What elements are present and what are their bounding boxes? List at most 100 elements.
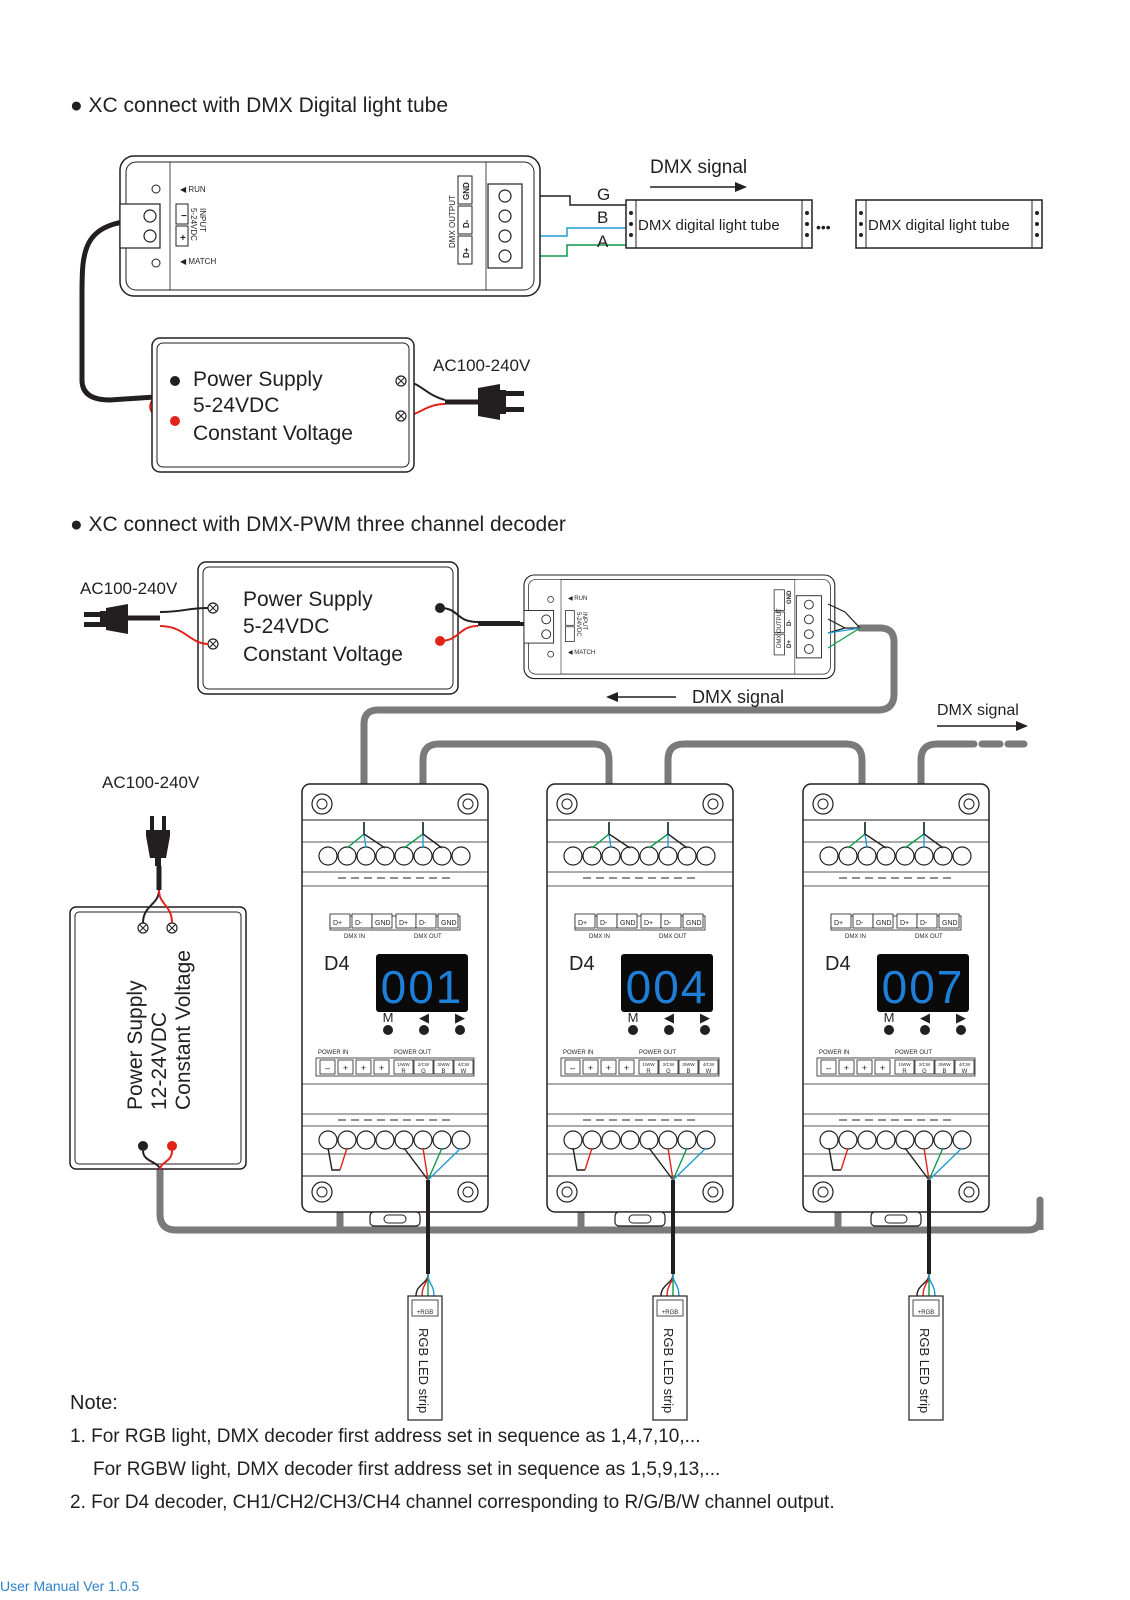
decoder-3-power-black [828, 1147, 841, 1171]
s2-ctrl-run: ◀ RUN [568, 596, 587, 602]
decoder-3-dmx-pin-label: GND [876, 920, 892, 927]
s1-power-supply [151, 337, 415, 473]
s1-wire-label-b: B [597, 208, 608, 227]
decoder-2-dmx-pin-box [682, 913, 704, 929]
s1-dots: ••• [816, 219, 831, 235]
decoder-1-led-strip [407, 1295, 443, 1421]
s2-ctrl-out-blue [827, 627, 861, 634]
decoder-1-dmx-pin-label: D- [355, 920, 363, 927]
decoder-2-button-label: M [628, 1010, 639, 1025]
decoder-3-power-pin-label: + [844, 1063, 849, 1073]
decoder-1-strip-pins: +RGB [417, 1310, 434, 1316]
decoder-1-strip-w2 [421, 1273, 429, 1297]
decoder-3-power-pin-box [838, 1059, 855, 1075]
s1-psu-line-1: Power Supply [193, 368, 323, 391]
decoder-3-dmx-pin-label: D+ [834, 920, 843, 927]
decoder-1-channel-bottom-label: W [461, 1069, 467, 1075]
decoder-1-dmx-pin-box [329, 913, 351, 929]
decoder-3-button-label: ▶ [956, 1010, 966, 1025]
s1-tube-2-label: DMX digital light tube [868, 217, 1010, 234]
decoder-1-channel-bottom-label: R [401, 1069, 406, 1075]
s1-tube-1 [625, 199, 813, 249]
decoder-2-dmx-in-label: DMX IN [589, 934, 610, 940]
footer-version: User Manual Ver 1.0.5 [0, 1578, 140, 1594]
decoder-2-power-pin-label: – [570, 1063, 575, 1073]
decoder-2-channel-top-label: 1/WW [642, 1062, 655, 1067]
decoder-2-power-black [572, 1147, 585, 1171]
decoder-2-channel-top-label: 4/CW [703, 1062, 715, 1067]
s1-tube-1-label: DMX digital light tube [638, 217, 780, 234]
decoder-3-strip-pins: +RGB [918, 1310, 935, 1316]
decoder-2-channel-bottom-label: B [686, 1069, 690, 1075]
s1-psu-line-2: 5-24VDC [193, 394, 279, 417]
s1-signal-arrowhead [735, 182, 747, 192]
decoder-3-channel-top-label: 1/WW [898, 1062, 911, 1067]
decoder-2-channel-top-label: 3/WW [682, 1062, 695, 1067]
s2-ctrl-output: DMX OUTPUT [777, 608, 783, 648]
decoder-2-led-strip-connector [656, 1299, 684, 1317]
decoder-1-power-pin-box [337, 1059, 354, 1075]
decoder-3-power-pin-label: + [862, 1063, 867, 1073]
decoder-1-power-pin-label: + [379, 1063, 384, 1073]
decoder-3-led-strip [908, 1295, 944, 1421]
s2-ctrl-pin-dplus: D+ [787, 640, 793, 648]
decoder-1-dmx-pin-label: GND [375, 920, 391, 927]
decoder-3-channel-box [914, 1059, 935, 1075]
decoder-3-led-strip-connector [912, 1299, 940, 1317]
decoder-1-channel-box [413, 1059, 434, 1075]
decoder-1-channel-top-label: 1/WW [397, 1062, 410, 1067]
decoder-1-out-black [403, 1147, 429, 1181]
s1-ctrl-input-2: 5-24VDC [189, 208, 198, 241]
decoder-2-power-pin-label: + [606, 1063, 611, 1073]
s2-psu-left-out-red [159, 1150, 173, 1171]
decoder-3-out-red [923, 1147, 930, 1181]
decoder-2-strip-w2 [666, 1273, 674, 1297]
decoder-2-button-label: ◀ [664, 1010, 674, 1025]
decoder-1-channel-box [393, 1059, 414, 1075]
decoder-1-button-label: ▶ [455, 1010, 465, 1025]
decoder-2-out-green [672, 1147, 688, 1181]
decoder-3-display-digits: 007 [882, 961, 965, 1013]
note-line-2: 2. For D4 decoder, CH1/CH2/CH3/CH4 chann… [70, 1492, 835, 1513]
decoder-2-dmx-pin-label: GND [686, 920, 702, 927]
decoder-3-channel-top-label: 2/CW [919, 1062, 931, 1067]
decoder-3-dmx-pin-label: GND [942, 920, 958, 927]
decoder-3-channel-bottom-label: B [942, 1069, 946, 1075]
s1-ctrl-output: DMX OUTPUT [448, 195, 457, 248]
decoder-1-power-in-label: POWER IN [318, 1050, 348, 1056]
s1-wire-b [524, 227, 626, 237]
s1-wire-black-psu [79, 217, 171, 403]
s1-ctrl-pin-dminus: D- [462, 219, 471, 228]
decoder-1-out-blue [427, 1147, 462, 1181]
decoder-2-dmx-pin-label: D- [600, 920, 608, 927]
decoder-1-dmx-in-black [363, 822, 386, 849]
decoder-1-channel-top-label: 2/CW [418, 1062, 430, 1067]
decoder-3-channel-bottom-label: W [962, 1069, 968, 1075]
decoder-2-dmx-pin-box [574, 913, 596, 929]
decoder-2-channel-bottom-label: G [666, 1069, 671, 1075]
decoder-1-channel-bottom-label: B [441, 1069, 445, 1075]
decoder-3-button-label: ◀ [920, 1010, 930, 1025]
s1-wire-g [524, 195, 626, 206]
decoder-3-out-green [928, 1147, 944, 1181]
s2-ctrl-out-green [827, 627, 861, 649]
decoder-2-out-red [667, 1147, 674, 1181]
s2-ctrl-match: ◀ MATCH [568, 650, 595, 656]
s1-ctrl-run: ◀ RUN [180, 185, 206, 194]
decoder-2-channel-box [678, 1059, 699, 1075]
s2-power-supply-top [197, 561, 459, 695]
s2-psu-left-line-3: Constant Voltage [172, 950, 195, 1110]
decoder-2-power-out-label: POWER OUT [639, 1050, 676, 1056]
decoder-3-dmx-pin-label: D- [856, 920, 864, 927]
decoder-2-dmx-pin-label: D- [664, 920, 672, 927]
s1-wire-a [524, 244, 626, 257]
decoder-1-strip-w4 [427, 1273, 435, 1297]
s1-ctrl-pin-dplus: D+ [462, 247, 471, 258]
decoder-1-led-strip-connector [411, 1299, 439, 1317]
decoder-2-power-pin-box [600, 1059, 617, 1075]
decoder-2-strip-label: RGB LED strip [661, 1328, 676, 1413]
s2-psu-top-line-2: 5-24VDC [243, 615, 329, 638]
s1-dmx-signal: DMX signal [650, 157, 747, 178]
s1-tube-2 [855, 199, 1043, 249]
decoder-2-channel-box [658, 1059, 679, 1075]
